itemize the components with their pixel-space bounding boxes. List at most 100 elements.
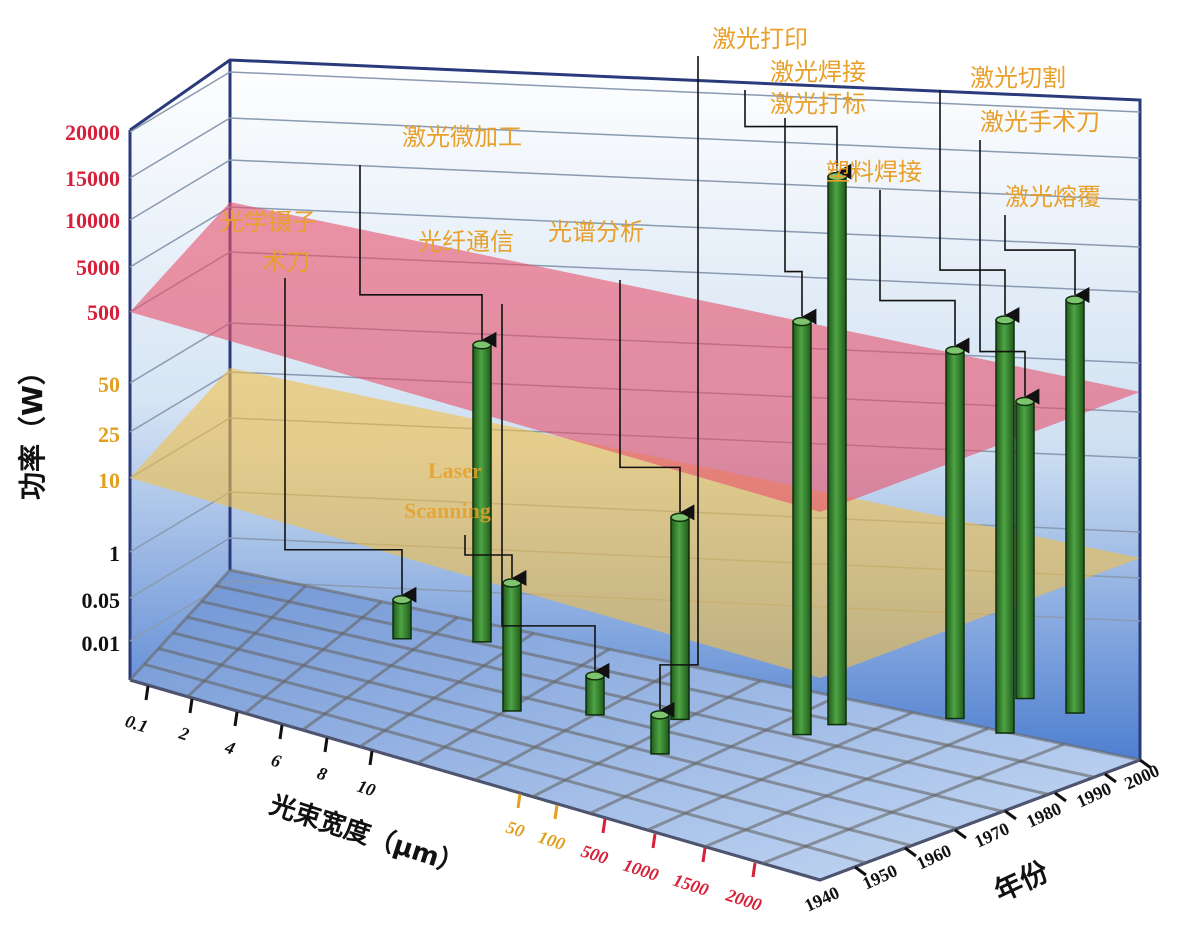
bar-cap: [650, 710, 670, 720]
label-tweezers-2: 术刀: [262, 248, 310, 276]
floor-gridline: [201, 599, 1049, 796]
x-tick: 4: [222, 736, 238, 758]
floor-grid: [128, 568, 1141, 882]
x-tick: 50: [504, 817, 527, 842]
z-axis-label: 功率（W）: [16, 357, 49, 500]
leader-lines: [284, 56, 1090, 718]
floor-gridline: [761, 742, 1065, 865]
svg-text:Laser: Laser: [428, 458, 482, 483]
bar-cap: [392, 595, 412, 605]
label-micro: 激光微加工: [402, 123, 522, 151]
x-tick: 10: [355, 776, 378, 801]
label-print: 激光打印: [712, 25, 808, 53]
z-tick: 15000: [65, 166, 120, 191]
bar-cap: [995, 315, 1015, 325]
leader-line: [979, 140, 1040, 405]
gridline: [129, 159, 231, 221]
leader-line: [464, 535, 527, 586]
y-axis-label: 年份: [989, 855, 1054, 909]
bar: [995, 319, 1015, 734]
gridline: [229, 206, 1141, 248]
gridline: [229, 71, 1141, 113]
bar: [585, 675, 605, 716]
floor-gridline: [646, 711, 914, 832]
bar: [670, 516, 690, 721]
x-tick: 2: [176, 722, 192, 744]
x-tick: 500: [579, 841, 611, 868]
gridline: [129, 117, 231, 179]
floor-gridline: [186, 584, 307, 698]
bar: [392, 599, 412, 640]
label-spectrum: 光谱分析: [548, 218, 644, 246]
gridline: [229, 117, 1141, 159]
floor-gridline: [158, 647, 912, 848]
x-axis-ticks: [144, 685, 757, 878]
plane-500: [130, 202, 1140, 512]
label-fiber: 光纤通信: [418, 228, 514, 256]
left-wall: [130, 60, 230, 680]
z-tick: 0.01: [82, 631, 121, 656]
leader-line: [501, 304, 610, 679]
floor-gridline: [215, 584, 1095, 779]
z-tick: 10: [98, 468, 120, 493]
bar: [472, 344, 492, 643]
z-tick: 500: [87, 300, 120, 325]
leader-line: [939, 90, 1020, 324]
bar: [945, 349, 965, 720]
floor-gridline: [474, 663, 686, 782]
gridline: [129, 71, 231, 133]
bar-cap: [670, 512, 690, 523]
x-tick: 8: [315, 763, 330, 785]
label-clad: 激光熔覆: [1005, 183, 1101, 211]
x-tick: 1000: [621, 855, 661, 885]
floor-gridline: [704, 726, 989, 849]
floor-gridline: [301, 616, 459, 732]
plane-10: [130, 368, 1140, 678]
gridline: [129, 537, 231, 599]
y-tick: 1950: [859, 860, 900, 893]
leader-line: [359, 165, 497, 348]
x-tick: 0.1: [123, 711, 151, 737]
x-axis-label: 光束宽度（μm）: [265, 789, 468, 881]
floor-gridline: [819, 758, 1141, 882]
y-axis-ticks: [854, 758, 1152, 877]
gridline: [129, 580, 231, 642]
leader-line: [659, 56, 699, 718]
z-tick: 1: [109, 541, 120, 566]
floor-gridline: [244, 600, 383, 715]
floor-gridline: [143, 662, 867, 865]
label-scanning: Laser Scanning: [404, 458, 491, 523]
bar: [827, 175, 847, 726]
floor-gridline: [531, 679, 762, 799]
x-tick: 6: [269, 750, 284, 772]
z-tick: 10000: [65, 208, 120, 233]
label-plastic: 塑料焊接: [826, 158, 922, 186]
leader-line: [784, 118, 817, 325]
bar-cap: [502, 578, 522, 588]
gridline: [129, 371, 231, 433]
threshold-planes: [130, 202, 1140, 678]
bar-cap: [472, 340, 492, 350]
x-tick: 1500: [671, 870, 711, 900]
bar-cap: [1015, 396, 1035, 407]
leader-line: [879, 190, 970, 354]
y-tick: 1980: [1023, 798, 1064, 831]
x-tick: 2000: [723, 884, 764, 914]
label-cut: 激光切割: [970, 64, 1066, 92]
bar-labels: 光学镊子 术刀 激光微加工 光纤通信 光谱分析 激光打印 激光焊接 激光打标 激…: [220, 25, 1101, 276]
leader-line: [284, 278, 417, 603]
svg-text:Scanning: Scanning: [404, 498, 491, 523]
z-tick: 0.05: [82, 588, 121, 613]
y-tick: 1970: [971, 818, 1012, 851]
floor-gridline: [129, 678, 821, 882]
leader-line: [1004, 215, 1090, 304]
y-tick: 1960: [913, 840, 954, 873]
floor-gridline: [128, 568, 232, 682]
z-axis: 20000 15000 10000 5000 500 50 25 10 1 0.…: [65, 120, 120, 656]
label-mark: 激光打标: [770, 90, 866, 118]
z-tick: 25: [98, 422, 120, 447]
label-weld: 激光焊接: [770, 58, 866, 86]
bar: [1015, 400, 1035, 700]
gridline: [129, 206, 231, 268]
